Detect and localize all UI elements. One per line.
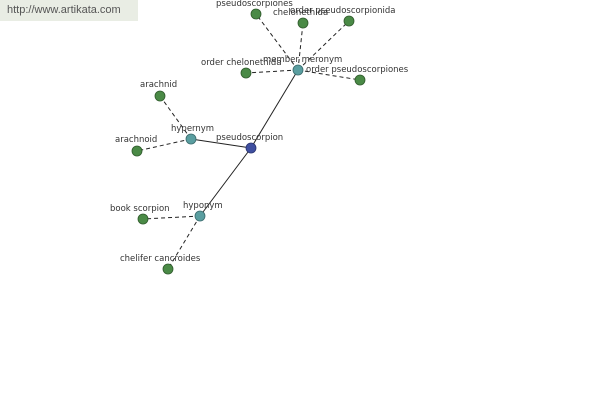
- edge-member-meronym-order-pseudoscorpionida: [297, 20, 350, 71]
- edge-hyponym-chelifer-cancroides: [167, 215, 201, 270]
- relation-node-member-meronym[interactable]: [292, 64, 304, 76]
- edge-pseudoscorpion-hypernym: [190, 138, 252, 149]
- label-chelonethida[interactable]: chelonethida: [273, 8, 328, 18]
- edge-pseudoscorpion-member-meronym: [250, 69, 299, 149]
- label-arachnid[interactable]: arachnid: [140, 80, 177, 90]
- node-arachnoid[interactable]: [131, 145, 143, 157]
- label-book-scorpion[interactable]: book scorpion: [110, 204, 170, 214]
- edge-member-meronym-order-chelonethida: [245, 69, 299, 74]
- edge-pseudoscorpion-hyponym: [199, 147, 252, 217]
- relation-label-member-meronym[interactable]: member meronym: [263, 55, 342, 65]
- node-order-pseudoscorpionida[interactable]: [343, 15, 355, 27]
- graph-nodes: [131, 8, 366, 275]
- center-label-pseudoscorpion[interactable]: pseudoscorpion: [216, 133, 283, 143]
- node-chelifer-cancroides[interactable]: [162, 263, 174, 275]
- node-order-pseudoscorpiones[interactable]: [354, 74, 366, 86]
- relation-label-hyponym[interactable]: hyponym: [183, 201, 223, 211]
- relation-node-hypernym[interactable]: [185, 133, 197, 145]
- label-chelifer-cancroides[interactable]: chelifer cancroides: [120, 254, 201, 264]
- node-chelonethida[interactable]: [297, 17, 309, 29]
- label-order-chelonethida[interactable]: order chelonethida: [201, 58, 282, 68]
- graph-edges: [136, 13, 361, 270]
- node-pseudoscorpiones[interactable]: [250, 8, 262, 20]
- node-order-chelonethida[interactable]: [240, 67, 252, 79]
- relation-node-hyponym[interactable]: [194, 210, 206, 222]
- edge-hyponym-book-scorpion: [142, 215, 201, 220]
- node-arachnid[interactable]: [154, 90, 166, 102]
- center-node-pseudoscorpion[interactable]: [245, 142, 257, 154]
- label-order-pseudoscorpiones[interactable]: order pseudoscorpiones: [306, 65, 409, 75]
- node-book-scorpion[interactable]: [137, 213, 149, 225]
- edge-member-meronym-chelonethida: [297, 22, 304, 71]
- edge-hypernym-arachnid: [159, 95, 192, 140]
- edge-member-meronym-pseudoscorpiones: [255, 13, 299, 71]
- relation-label-hypernym[interactable]: hypernym: [171, 124, 214, 134]
- edge-hypernym-arachnoid: [136, 138, 192, 152]
- edge-member-meronym-order-pseudoscorpiones: [297, 69, 361, 81]
- source-url-banner[interactable]: http://www.artikata.com: [0, 0, 138, 21]
- label-arachnoid[interactable]: arachnoid: [115, 135, 157, 145]
- label-order-pseudoscorpionida[interactable]: order pseudoscorpionida: [290, 6, 396, 16]
- label-pseudoscorpiones[interactable]: pseudoscorpiones: [216, 0, 293, 9]
